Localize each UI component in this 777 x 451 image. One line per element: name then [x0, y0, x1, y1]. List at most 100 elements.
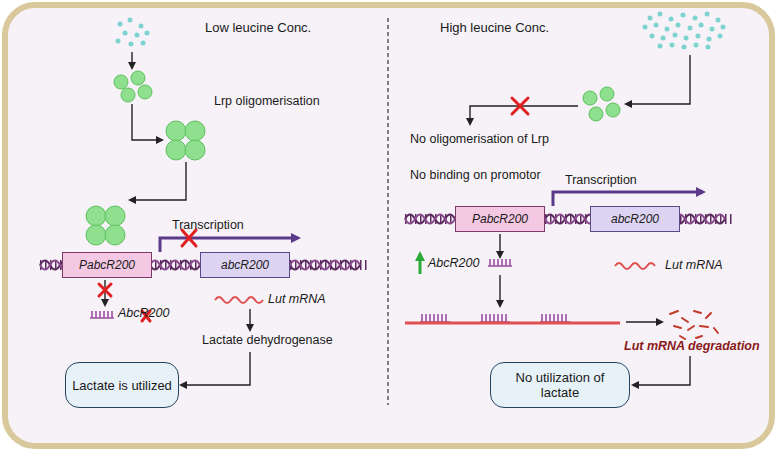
leucine-dots: [648, 16, 653, 21]
flow-arrow: [130, 162, 186, 200]
leucine-dots: [665, 27, 670, 32]
leucine-dots: [654, 23, 659, 28]
degraded-mrna: [700, 326, 708, 327]
lrp-monomer: [138, 85, 152, 99]
lrp-monomer: [114, 75, 128, 89]
leucine-dots: [118, 22, 123, 27]
lut-mrna: [615, 263, 655, 269]
flow-arrow: [105, 52, 690, 385]
leucine-dots: [706, 45, 711, 50]
process-label: Transcription: [172, 218, 244, 232]
process-label: Lrp oligomerisation: [214, 94, 320, 108]
lrp-tetramer: [86, 225, 106, 245]
degraded-mrna: [694, 311, 701, 313]
gene-box: abcR200: [590, 206, 680, 232]
lrp-tetramer: [185, 140, 205, 160]
promoter-box: PabcR200: [455, 206, 545, 232]
condition-label: Low leucine Conc.: [205, 20, 311, 35]
leucine-dots: [694, 43, 699, 48]
lrp-tetramer: [105, 225, 125, 245]
degraded-mrna: [688, 326, 694, 330]
lrp-tetramer: [166, 121, 205, 160]
leucine-dots: [718, 34, 723, 39]
flow-arrow: [633, 356, 690, 385]
degraded-mrna: [714, 328, 718, 333]
leucine-dots: [688, 26, 693, 31]
leucine-dots: [716, 18, 721, 23]
leucine-dots: [658, 44, 663, 49]
block-cross: [182, 230, 196, 246]
leucine-dots: [139, 24, 144, 29]
gene-box: abcR200: [200, 252, 290, 278]
condition-label: High leucine Conc.: [440, 20, 549, 35]
leucine-dots: [135, 33, 140, 38]
transcription-arrow: [160, 238, 298, 252]
srna-abcr200: [90, 259, 570, 322]
process-label: Transcription: [565, 173, 637, 187]
lrp-monomer: [114, 71, 152, 102]
srna-abcr200: [540, 314, 570, 322]
lrp-tetramer: [105, 206, 125, 226]
flow-arrow: [499, 275, 500, 306]
lrp-tetramer: [166, 140, 186, 160]
srna-abcr200: [90, 311, 114, 318]
leucine-dots: [705, 12, 710, 17]
lut-mrna: [405, 322, 620, 325]
lrp-tetramer: [185, 121, 205, 141]
lrp-monomer: [583, 91, 597, 105]
lrp-monomer: [131, 71, 145, 85]
transcription-arrow: [553, 192, 703, 206]
leucine-dots: [696, 34, 701, 39]
leucine-dots: [681, 13, 686, 18]
lut-mrna: [215, 297, 263, 303]
process-label: No oligomerisation of Lrp: [410, 132, 549, 146]
lrp-tetramer: [86, 206, 106, 226]
leucine-dots: [643, 12, 726, 50]
srna-abcr200: [420, 314, 450, 322]
leucine-dots: [676, 23, 681, 28]
leucine-dots: [721, 25, 726, 30]
leucine-dots: [116, 18, 150, 47]
node-text: No utilization of lactate: [497, 370, 623, 400]
cell-membrane: [5, 5, 772, 446]
flow-arrow: [181, 352, 250, 385]
leucine-dots: [707, 37, 712, 42]
flow-arrow: [626, 321, 662, 322]
up-arrow: [419, 254, 422, 274]
leucine-dots: [129, 42, 134, 47]
leucine-dots: [669, 17, 674, 22]
leucine-dots: [141, 41, 146, 46]
degraded-mrna: [696, 336, 702, 338]
flow-arrow: [249, 309, 250, 330]
node-text: abcR200: [611, 212, 659, 226]
leucine-dots: [684, 36, 689, 41]
process-label: No binding on promotor: [410, 168, 541, 182]
block-cross: [99, 284, 111, 296]
leucine-dots: [670, 43, 675, 48]
flow-arrow: [131, 52, 132, 68]
srna-abcr200: [480, 314, 510, 322]
lrp-monomer: [600, 87, 614, 101]
leucine-dots: [650, 34, 655, 39]
lrp-monomer: [606, 103, 620, 117]
outcome-box: No utilization of lactate: [490, 362, 630, 408]
leucine-dots: [145, 31, 150, 36]
degraded-mrna: [674, 326, 681, 328]
outcome-box: Lactate is utilized: [65, 362, 179, 408]
rna-label: Lut mRNA: [665, 258, 723, 272]
degraded-mrna: [680, 336, 685, 339]
process-label: Lut mRNA degradation: [624, 339, 760, 353]
lrp-monomer: [121, 88, 135, 102]
leucine-dots: [710, 27, 715, 32]
node-text: abcR200: [221, 258, 269, 272]
lrp-monomer: [589, 107, 603, 121]
rna-label: Lut mRNA: [268, 292, 326, 306]
enzyme-label: Lactate dehydrogenase: [202, 333, 333, 347]
node-text: PabcR200: [472, 212, 528, 226]
leucine-dots: [673, 33, 678, 38]
flow-arrow: [626, 55, 690, 104]
rna-label: AbcR200: [118, 306, 169, 320]
node-text: Lactate is utilized: [72, 378, 172, 393]
leucine-dots: [643, 25, 648, 30]
degraded-mrna: [706, 313, 711, 318]
